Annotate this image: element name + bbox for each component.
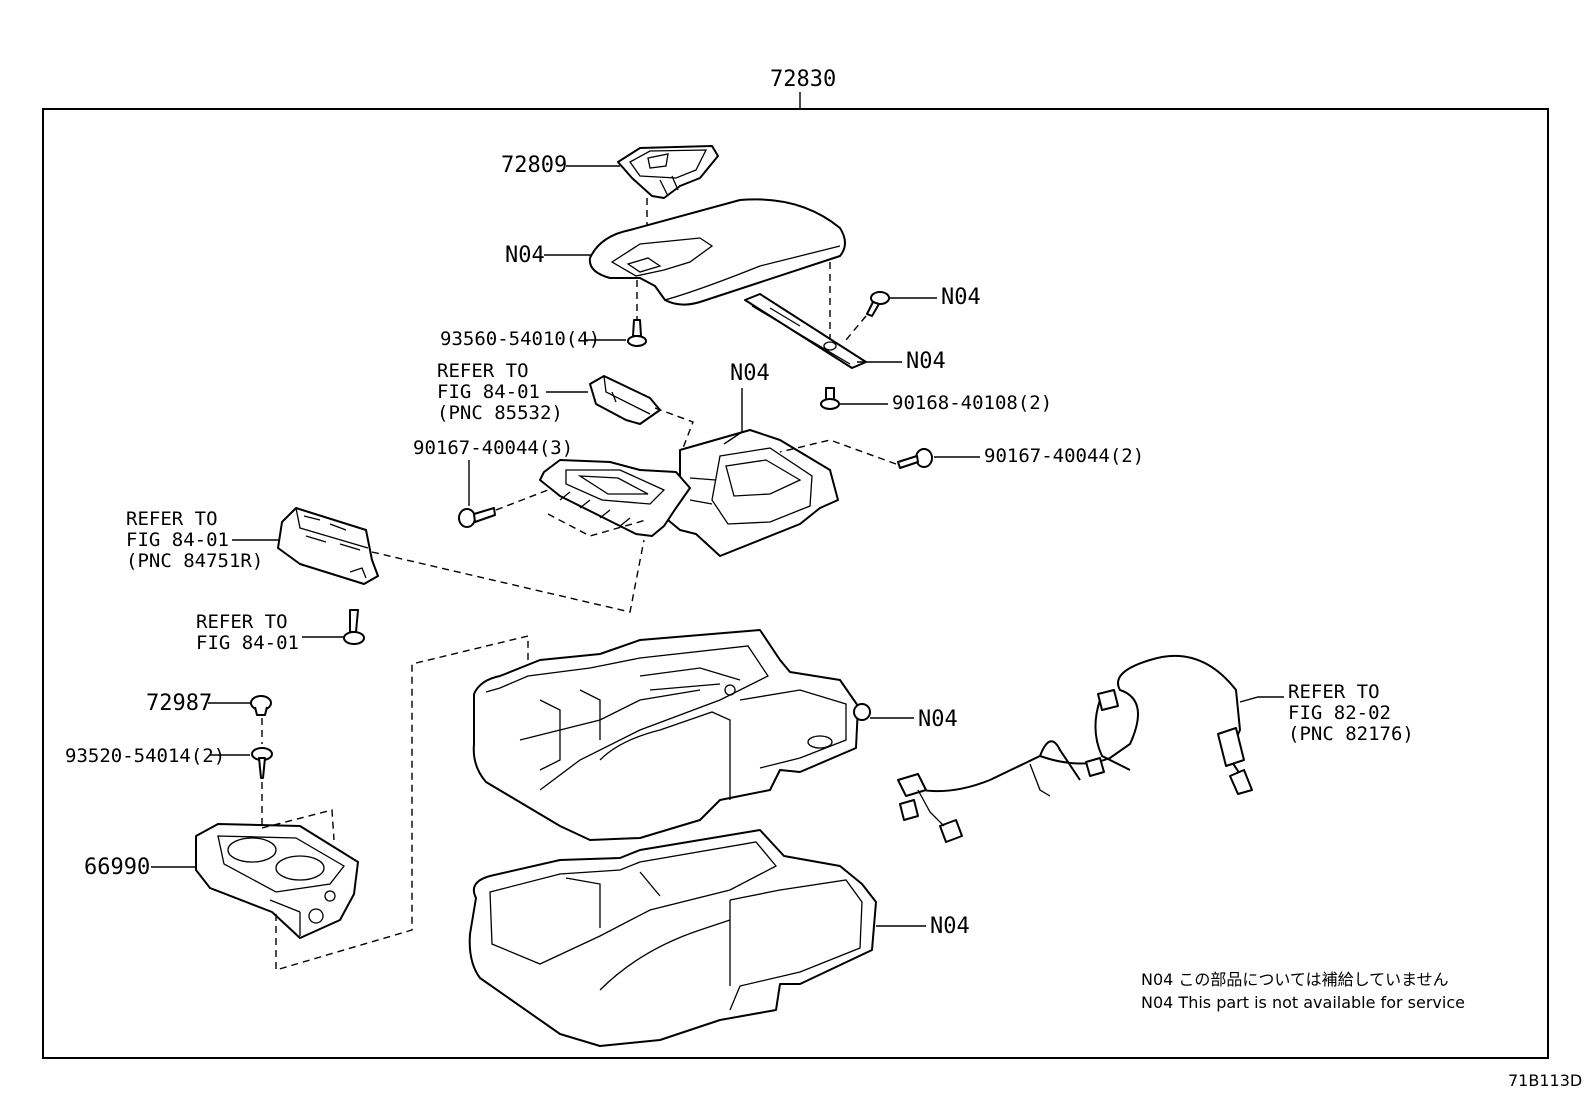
label-assembly-72830: 72830 <box>770 67 836 92</box>
label-90167-2: 90167-40044(2) <box>984 445 1144 467</box>
wire-harness-82176 <box>897 654 1253 843</box>
label-refer-85532-l3: (PNC 85532) <box>437 402 563 424</box>
label-93560: 93560-54010(4) <box>440 328 600 350</box>
label-90168: 90168-40108(2) <box>892 392 1052 414</box>
bolt-90168 <box>820 387 840 410</box>
label-n04-bolt: N04 <box>941 285 981 310</box>
switch-84751r <box>277 507 379 585</box>
console-body-lower <box>468 829 877 1047</box>
label-93520: 93520-54014(2) <box>65 745 225 767</box>
label-refer-84751r-l2: FIG 84-01 <box>126 529 229 551</box>
screw-93520 <box>251 747 273 779</box>
console-body-upper <box>472 629 871 841</box>
label-refer-84-01-l2: FIG 84-01 <box>196 632 299 654</box>
label-refer-84751r-l3: (PNC 84751R) <box>126 550 263 572</box>
label-refer-82176-l3: (PNC 82176) <box>1288 723 1414 745</box>
screw-93560 <box>627 319 647 347</box>
screw-90167-3 <box>458 507 496 528</box>
label-72809: 72809 <box>501 153 567 178</box>
label-66990: 66990 <box>84 855 150 880</box>
label-refer-82176-l2: FIG 82-02 <box>1288 702 1391 724</box>
label-n04-lower: N04 <box>930 914 970 939</box>
assembly-frame <box>42 108 1549 1059</box>
label-refer-82176-l1: REFER TO <box>1288 681 1380 703</box>
label-refer-84751r-l1: REFER TO <box>126 508 218 530</box>
label-90167-3: 90167-40044(3) <box>413 437 573 459</box>
label-refer-84-01-l1: REFER TO <box>196 611 288 633</box>
note-jp: N04 この部品については補給していません <box>1141 970 1449 989</box>
cap-72987 <box>250 695 272 716</box>
label-n04-lid: N04 <box>505 243 545 268</box>
part-72809-insert <box>617 145 719 199</box>
label-72987: 72987 <box>146 691 212 716</box>
armrest-lid <box>588 198 846 306</box>
label-n04-box: N04 <box>730 361 770 386</box>
screw-90167-2 <box>897 448 933 469</box>
label-refer-85532-l2: FIG 84-01 <box>437 381 540 403</box>
switch-85532 <box>589 375 661 425</box>
cup-holder-66990 <box>195 823 359 939</box>
hinge-bracket <box>744 293 867 369</box>
label-refer-85532-l1: REFER TO <box>437 360 529 382</box>
screw-refer-84-01 <box>343 609 365 645</box>
note-en: N04 This part is not available for servi… <box>1141 993 1465 1012</box>
figure-code: 71B113D <box>1508 1071 1582 1090</box>
bolt-n04 <box>866 291 890 317</box>
console-box <box>539 429 839 557</box>
label-n04-bracket: N04 <box>906 349 946 374</box>
label-n04-console: N04 <box>918 707 958 732</box>
